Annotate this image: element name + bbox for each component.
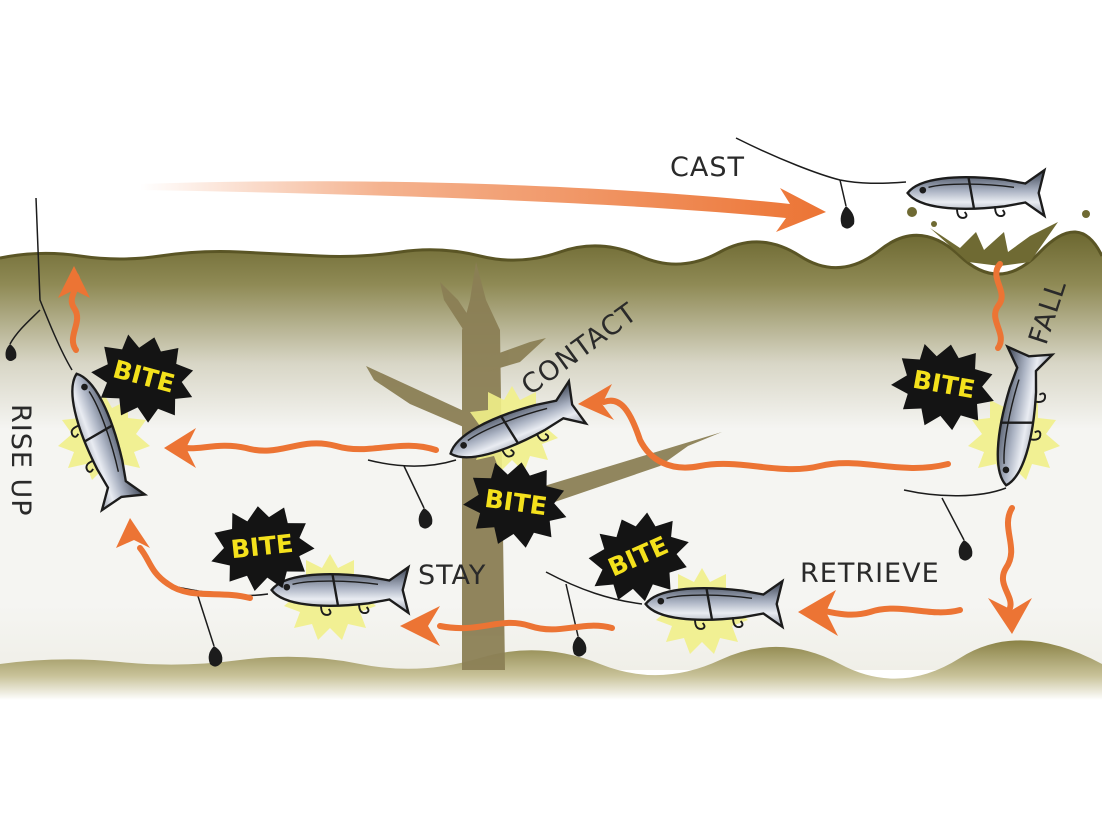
bite-badge: BITE	[458, 455, 574, 553]
sinker-icon	[958, 540, 973, 561]
down-arrow	[999, 505, 1015, 611]
stay-arrow	[437, 619, 615, 633]
stay-label: STAY	[418, 560, 486, 591]
rise-up-label: RISE UP	[5, 404, 36, 517]
lake-bottom	[0, 640, 1102, 700]
cast-arrow	[140, 181, 826, 232]
bite-badge: BITE	[82, 323, 205, 432]
contact-retrieve-arrow	[601, 397, 951, 473]
cast-line	[735, 137, 907, 185]
water-surface-line	[0, 230, 1102, 276]
cast-label: CAST	[670, 152, 745, 183]
bite-label: BITE	[229, 529, 294, 564]
bite-badge: BITE	[885, 335, 1003, 437]
retrieve-arrow	[817, 605, 963, 618]
fall-arrow	[992, 261, 1005, 351]
rise-curve-arrow	[137, 545, 253, 601]
surface-splash	[907, 207, 1090, 266]
sinker-icon	[572, 636, 587, 657]
tree-icon	[366, 262, 722, 670]
sinker-icon	[418, 508, 433, 529]
retrieve-label: RETRIEVE	[800, 558, 940, 589]
bite-badge: BITE	[574, 498, 704, 618]
water-body	[0, 231, 1102, 671]
fish-lure-icon	[906, 169, 1046, 220]
sinker-icon	[5, 344, 17, 361]
sinker-icon	[208, 646, 223, 667]
contact-to-rise-arrow	[183, 440, 439, 454]
bite-badge: BITE	[206, 500, 319, 596]
sinker-icon	[840, 206, 855, 229]
